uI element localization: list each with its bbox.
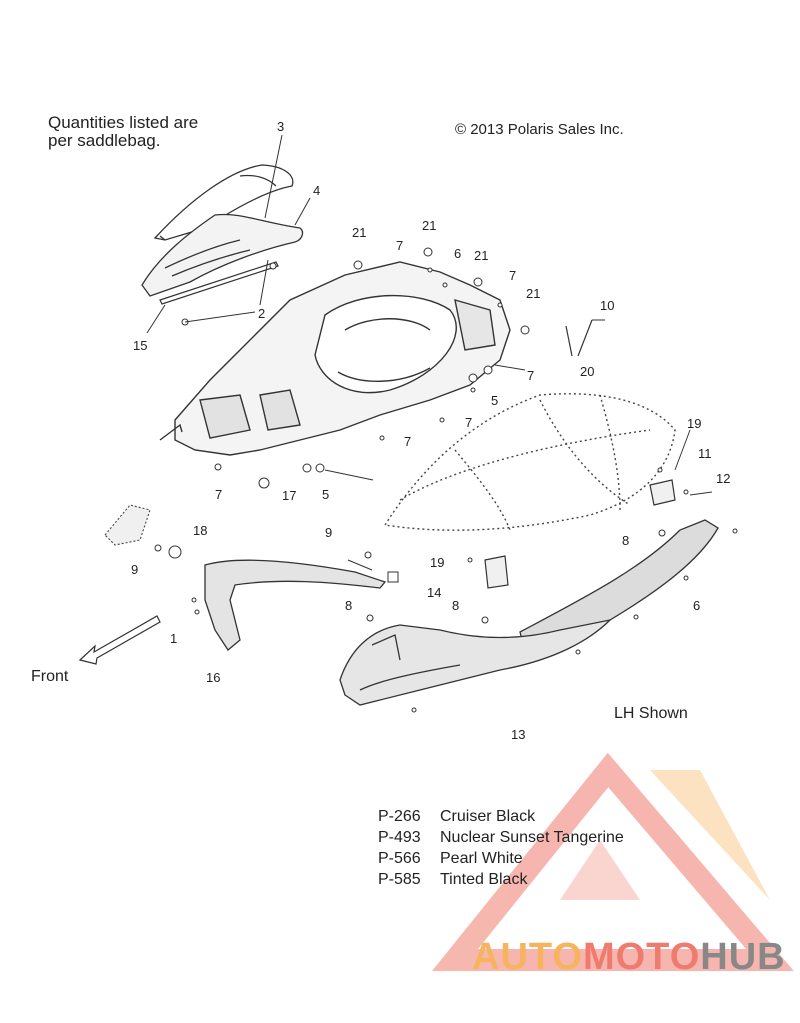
callout-10: 10 bbox=[600, 298, 614, 313]
front-arrow-icon bbox=[78, 615, 161, 665]
callout-7a: 7 bbox=[396, 238, 403, 253]
paint-name: Tinted Black bbox=[440, 871, 528, 888]
watermark-logo-icon bbox=[432, 752, 794, 971]
part-3-upper-trim bbox=[153, 164, 294, 241]
callout-7f: 7 bbox=[215, 487, 222, 502]
part-4-upper-panel bbox=[141, 213, 304, 297]
callout-20: 20 bbox=[580, 364, 594, 379]
part-11-bracket bbox=[484, 479, 676, 589]
paint-code-item: P-493 Nuclear Sunset Tangerine bbox=[378, 827, 624, 848]
callout-8c: 8 bbox=[452, 598, 459, 613]
callout-6a: 6 bbox=[454, 246, 461, 261]
callout-16: 16 bbox=[206, 670, 220, 685]
callout-7d: 7 bbox=[465, 415, 472, 430]
paint-name: Cruiser Black bbox=[440, 808, 536, 825]
front-label: Front bbox=[31, 668, 69, 685]
callout-21c: 21 bbox=[474, 248, 488, 263]
callout-17: 17 bbox=[282, 488, 296, 503]
paint-code: P-566 bbox=[378, 850, 421, 867]
callout-11: 11 bbox=[698, 446, 712, 461]
paint-code: P-493 bbox=[378, 829, 421, 846]
left-bracket bbox=[104, 504, 151, 546]
callout-12: 12 bbox=[716, 471, 730, 486]
paint-code: P-585 bbox=[378, 871, 421, 888]
part-6-rear-fender bbox=[519, 519, 719, 643]
saddlebag-body bbox=[159, 261, 511, 456]
callout-6b: 6 bbox=[693, 598, 700, 613]
callout-13: 13 bbox=[511, 727, 525, 742]
callout-18: 18 bbox=[193, 523, 207, 538]
callout-2: 2 bbox=[258, 306, 265, 321]
callout-14: 14 bbox=[427, 585, 441, 600]
callout-5b: 5 bbox=[322, 487, 329, 502]
callout-4: 4 bbox=[313, 183, 320, 198]
paint-name: Pearl White bbox=[440, 850, 523, 867]
paint-code-item: P-266 Cruiser Black bbox=[378, 806, 624, 827]
callout-21a: 21 bbox=[352, 225, 366, 240]
callout-21b: 21 bbox=[422, 218, 436, 233]
copyright-text: © 2013 Polaris Sales Inc. bbox=[455, 121, 624, 138]
watermark-text: AUTOMOTOHUB bbox=[472, 936, 786, 979]
callout-19a: 19 bbox=[687, 416, 701, 431]
watermark-hub: HUB bbox=[700, 936, 786, 978]
part-15-strip bbox=[159, 261, 279, 305]
callout-labels: 3 4 2 15 21 21 21 21 7 6 7 10 20 7 5 7 7… bbox=[131, 119, 730, 742]
callout-7c: 7 bbox=[527, 368, 534, 383]
watermark-moto: MOTO bbox=[582, 936, 701, 978]
quantities-note: Quantities listed are per saddlebag. bbox=[48, 114, 248, 150]
leader-lines bbox=[146, 134, 713, 571]
lid-outline bbox=[383, 393, 676, 531]
callout-5a: 5 bbox=[491, 393, 498, 408]
paint-name: Nuclear Sunset Tangerine bbox=[440, 829, 624, 846]
callout-15: 15 bbox=[133, 338, 147, 353]
paint-code-list: P-266 Cruiser Black P-493 Nuclear Sunset T… bbox=[378, 806, 624, 890]
paint-code: P-266 bbox=[378, 808, 421, 825]
callout-8a: 8 bbox=[622, 533, 629, 548]
hardware-fasteners bbox=[154, 247, 738, 713]
watermark-auto: AUTO bbox=[472, 936, 583, 978]
callout-7b: 7 bbox=[509, 268, 516, 283]
callout-9b: 9 bbox=[325, 525, 332, 540]
callout-21d: 21 bbox=[526, 286, 540, 301]
callout-8b: 8 bbox=[345, 598, 352, 613]
view-label: LH Shown bbox=[614, 705, 688, 722]
callout-9a: 9 bbox=[131, 562, 138, 577]
paint-code-item: P-566 Pearl White bbox=[378, 848, 624, 869]
callout-1: 1 bbox=[170, 631, 177, 646]
part-10-cable bbox=[577, 319, 593, 357]
part-13-lower-body bbox=[339, 618, 612, 706]
paint-code-item: P-585 Tinted Black bbox=[378, 869, 624, 890]
quantities-note-line1: Quantities listed are bbox=[48, 113, 199, 132]
callout-19b: 19 bbox=[430, 555, 444, 570]
callout-3: 3 bbox=[277, 119, 284, 134]
part-14-clip bbox=[387, 571, 399, 583]
quantities-note-line2: per saddlebag. bbox=[48, 131, 161, 150]
part-16-front-fender bbox=[204, 559, 387, 651]
callout-7e: 7 bbox=[404, 434, 411, 449]
